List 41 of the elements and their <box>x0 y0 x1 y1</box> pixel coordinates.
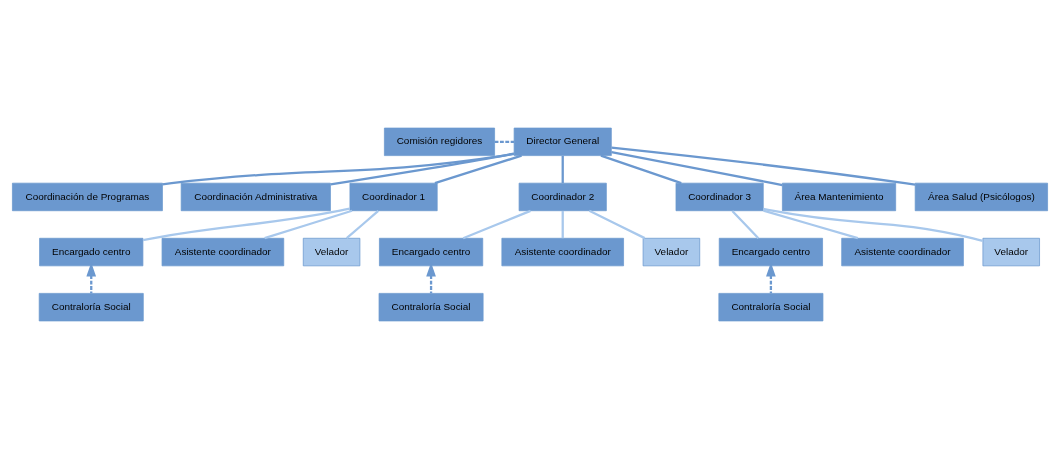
node-box: Coordinador 3 <box>675 182 764 212</box>
connector <box>763 209 859 240</box>
node-box: Asistente coordinador <box>161 237 285 267</box>
arrow <box>426 262 436 294</box>
connector <box>462 209 531 240</box>
node-box: Director General <box>513 127 612 156</box>
node-box: Coordinación Administrativa <box>180 182 331 212</box>
connector <box>142 207 351 242</box>
node-box: Encargado centro <box>718 237 823 267</box>
connector <box>264 209 353 240</box>
node-box: Coordinador 2 <box>518 182 607 212</box>
connector <box>345 210 379 240</box>
node-box: Contraloría Social <box>378 293 484 322</box>
connector <box>600 154 682 185</box>
node-box: Encargado centro <box>39 237 144 267</box>
node-box: Coordinación de Programas <box>12 182 163 212</box>
node-box: Comisión regidores <box>384 127 495 156</box>
connector <box>162 152 515 186</box>
connector <box>561 210 564 239</box>
node-box: Contraloría Social <box>718 293 824 322</box>
node-box: Asistente coordinador <box>501 237 624 267</box>
connector <box>588 209 646 240</box>
node-box: Velador <box>982 237 1040 267</box>
connector <box>611 150 783 187</box>
connector <box>731 210 760 239</box>
node-box: Área Mantenimiento <box>782 182 897 212</box>
node-box: Velador <box>302 237 361 267</box>
node-box: Asistente coordinador <box>841 237 964 267</box>
node-box: Velador <box>642 237 701 267</box>
arrow <box>86 262 97 294</box>
connector <box>494 140 515 143</box>
arrow <box>766 262 776 294</box>
node-box: Contraloría Social <box>38 293 144 322</box>
connector <box>611 146 916 186</box>
connector <box>330 152 515 186</box>
node-box: Encargado centro <box>379 237 484 267</box>
connector <box>434 154 522 185</box>
node-box: Área Salud (Psicólogos) <box>914 182 1048 212</box>
node-box: Coordinador 1 <box>349 182 438 212</box>
connector <box>763 207 984 243</box>
connector <box>561 155 564 184</box>
